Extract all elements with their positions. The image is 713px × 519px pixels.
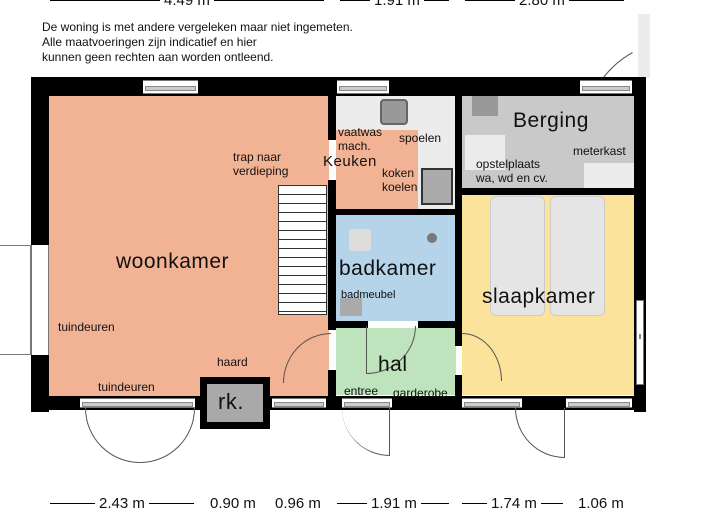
dimension-line (50, 0, 160, 1)
window (143, 80, 198, 94)
dimension-value: 1.74 m (491, 495, 537, 512)
bed-icon (490, 196, 545, 316)
dimension-line (423, 0, 449, 1)
badmeubel-label: badmeubel (341, 289, 396, 301)
window (566, 398, 632, 408)
keuken-label: Keuken (323, 153, 377, 170)
dimension-value: 1.91 m (374, 0, 420, 9)
wall (455, 96, 462, 346)
dimension-line (462, 503, 487, 504)
bed-icon (550, 196, 605, 316)
dimension-bottom-3: 0.96 m (275, 495, 321, 512)
dimension-line (568, 0, 624, 1)
wall (418, 321, 462, 328)
koelen-label: koelen (382, 180, 418, 194)
window (272, 398, 326, 408)
toilet-icon (349, 229, 371, 251)
shower-drain-icon (427, 233, 437, 243)
rk-label: rk. (218, 389, 244, 414)
window (580, 80, 632, 94)
side-door (31, 245, 49, 355)
dimension-line (540, 503, 563, 504)
door-swing (85, 408, 140, 463)
dimension-value: 1.91 m (371, 495, 417, 512)
door-swing (140, 408, 195, 463)
haard-label: haard (217, 355, 248, 369)
dimension-value: 0.90 m (210, 495, 256, 512)
dimension-bottom-6: 1.06 m (578, 495, 624, 512)
spoelen-label: spoelen (399, 131, 442, 145)
koken-label: koken (382, 166, 415, 180)
opstelplaats-label: opstelplaats (476, 157, 541, 171)
dimension-bottom-1: 2.43 m (50, 495, 194, 512)
wall (455, 375, 462, 396)
wall (328, 321, 368, 328)
door-swing (515, 408, 565, 458)
dimension-top-2: 1.91 m (340, 0, 449, 9)
vaatwas-label: vaatwas (338, 125, 383, 139)
wall (328, 180, 336, 330)
disclaimer-line: kunnen geen rechten aan worden ontleend. (42, 50, 274, 64)
tuindeuren-label: tuindeuren (58, 320, 115, 334)
staircase (278, 185, 327, 315)
dimension-line (213, 0, 324, 1)
berging-label: Berging (513, 109, 589, 132)
dimension-bottom-2: 0.90 m (210, 495, 256, 512)
stove-icon (421, 168, 453, 205)
opstelplaats-label: wa, wd en cv. (476, 171, 548, 185)
trap-label: verdieping (233, 164, 289, 178)
wall (328, 209, 462, 215)
wall (455, 188, 636, 195)
front-door (342, 398, 392, 408)
garderobe-label: garderobe (393, 386, 448, 400)
dimension-value: 4.49 m (164, 0, 210, 9)
dimension-bottom-4: 1.91 m (337, 495, 449, 512)
badkamer-label: badkamer (339, 257, 437, 280)
dimension-line (420, 503, 449, 504)
entree-label: entree (344, 384, 379, 398)
garden-doors (80, 398, 195, 408)
washbasin-icon (340, 298, 362, 316)
wall (328, 370, 336, 396)
dimension-top-3: 2.80 m (465, 0, 624, 9)
neighbour-wall (638, 14, 650, 78)
dimension-value: 1.06 m (578, 495, 624, 512)
berging-spot (465, 135, 505, 170)
berging-spot (584, 163, 634, 188)
meterkast-label: meterkast (573, 144, 626, 158)
dimension-line (148, 503, 194, 504)
wall (31, 77, 636, 96)
disclaimer-line: De woning is met andere vergeleken maar … (42, 20, 353, 34)
slaapkamer-label: slaapkamer (482, 285, 596, 308)
dimension-line (340, 0, 370, 1)
dimension-bottom-5: 1.74 m (462, 495, 563, 512)
dimension-value: 2.80 m (519, 0, 565, 9)
dimension-top-1: 4.49 m (50, 0, 324, 9)
disclaimer: De woning is met andere vergeleken maar … (42, 20, 353, 65)
door-swing (0, 245, 31, 355)
mach-label: mach. (338, 139, 371, 153)
trap-label: trap naar (233, 150, 282, 164)
dimension-value: 0.96 m (275, 495, 321, 512)
dimension-line (50, 503, 95, 504)
keuken-floor (336, 130, 418, 209)
sink-icon (380, 99, 408, 125)
window (636, 300, 644, 385)
wall (328, 96, 336, 140)
disclaimer-line: Alle maatvoeringen zijn indicatief en hi… (42, 35, 257, 49)
room-rk (207, 384, 263, 422)
hal-label: hal (378, 353, 408, 376)
meter-box-icon (472, 96, 498, 116)
dimension-value: 2.43 m (99, 495, 145, 512)
woonkamer-label: woonkamer (116, 250, 230, 273)
dimension-line (337, 503, 367, 504)
dimension-line (465, 0, 515, 1)
window (337, 80, 389, 94)
door-swing (342, 408, 390, 456)
tuindeuren-label: tuindeuren (98, 380, 155, 394)
window (462, 398, 522, 408)
